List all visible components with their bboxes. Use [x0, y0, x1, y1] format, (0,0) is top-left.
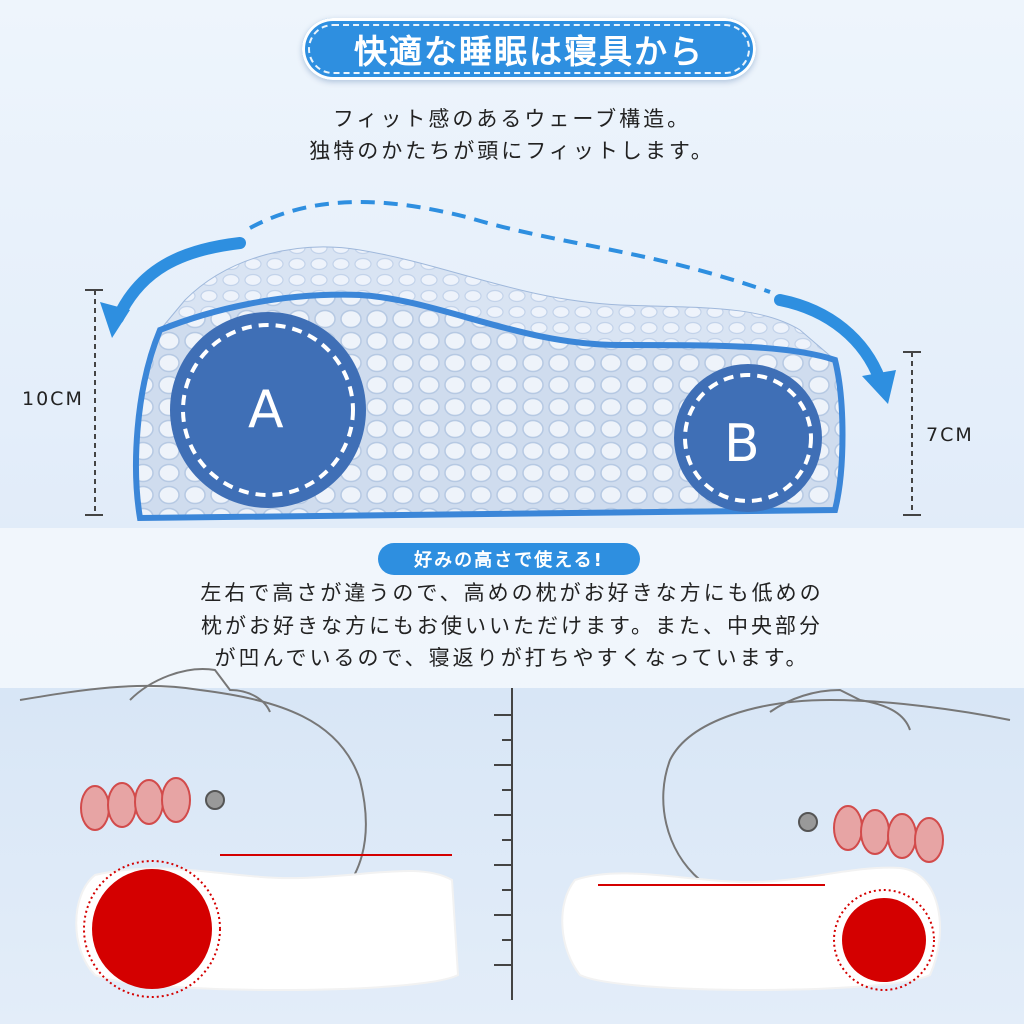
wave-dashed-line: [249, 200, 771, 294]
right-curve-arrow: [774, 294, 886, 386]
label-b: B: [724, 414, 760, 474]
right-spine: [833, 805, 944, 863]
circle-b-dashed-ring: [683, 373, 813, 503]
height-label-b: 7CM: [926, 424, 974, 446]
title-badge: 快適な睡眠は寝具から: [302, 18, 756, 80]
left-red-marker: [92, 869, 212, 989]
pillow-bottom-edge: [139, 507, 836, 521]
circle-b: [674, 364, 822, 512]
section-badge: 好みの高さで使える!: [378, 543, 640, 575]
right-head-outline: [662, 698, 1011, 881]
subtitle-line-1: フィット感のあるウェーブ構造。: [332, 107, 692, 131]
left-head-outline: [19, 684, 367, 906]
height-label-a: 10CM: [22, 388, 84, 410]
right-joint: [798, 812, 818, 832]
ruler: [494, 688, 513, 1000]
dimension-b: [903, 351, 921, 516]
circle-a-dashed-ring: [181, 323, 355, 497]
description-line-3: が凹んでいるので、寝返りが打ちやすくなっています。: [214, 646, 810, 670]
left-joint: [205, 790, 225, 810]
left-spine: [80, 777, 191, 831]
right-arrowhead: [862, 370, 896, 404]
circle-a: [170, 312, 366, 508]
label-a: A: [248, 380, 284, 440]
right-marker-ring: [833, 889, 935, 991]
right-red-marker: [842, 898, 926, 982]
page-title: 快適な睡眠は寝具から: [354, 32, 704, 71]
dimension-a: [85, 289, 103, 516]
left-face-outline: [129, 668, 271, 713]
right-face-outline: [769, 688, 911, 731]
description-line-1: 左右で高さが違うので、高めの枕がお好きな方にも低めの: [200, 581, 824, 605]
left-curve-arrow: [112, 237, 246, 324]
description-line-2: 枕がお好きな方にもお使いいただけます。また、中央部分: [201, 614, 823, 638]
left-arrowhead: [100, 302, 130, 338]
right-pillow-shape: [561, 866, 941, 991]
subtitle-line-2: 独特のかたちが頭にフィットします。: [309, 139, 715, 163]
left-marker-ring: [83, 860, 221, 998]
